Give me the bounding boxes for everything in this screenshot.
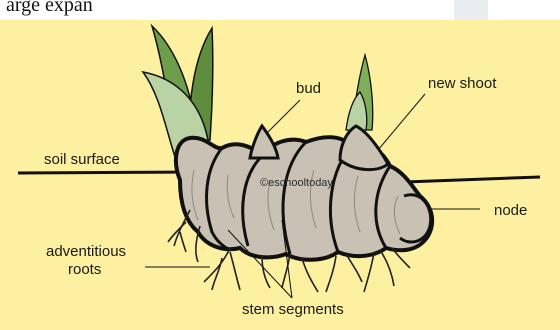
soil-surface-label: soil surface: [44, 151, 120, 168]
node-label: node: [494, 202, 527, 219]
adventitious-label-line2: roots: [68, 261, 101, 278]
stem-segments-label: stem segments: [242, 301, 344, 318]
corm-body: [176, 137, 432, 260]
bud-label: bud: [296, 80, 321, 97]
bud-leader: [266, 100, 300, 134]
bud: [250, 126, 278, 158]
watermark: ©eschooltoday: [260, 177, 333, 189]
new-shoot-leaves: [346, 55, 373, 130]
new-shoot-base: [340, 126, 388, 170]
new-shoot-label: new shoot: [428, 75, 497, 92]
adventitious-label-line1: adventitious: [46, 243, 126, 260]
new-shoot-leader: [378, 94, 425, 150]
